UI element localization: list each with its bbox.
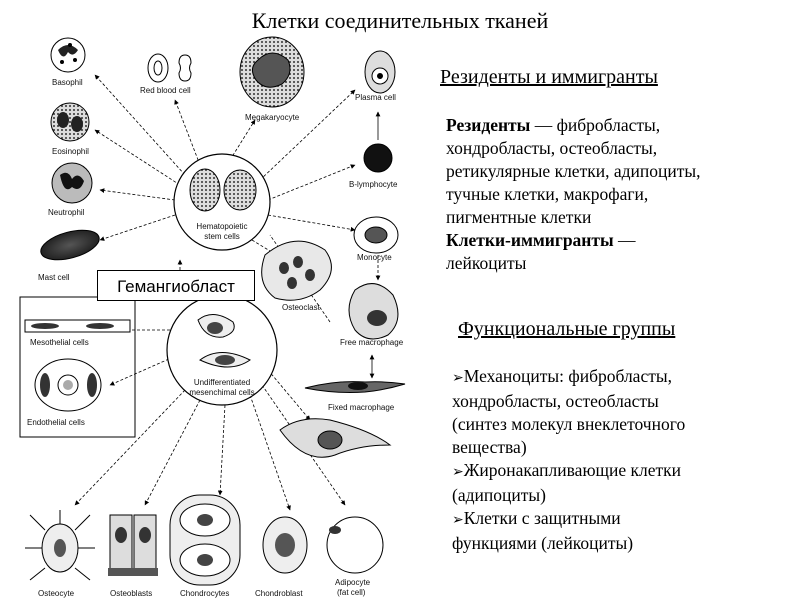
endothelial-label: Endothelial cells [27,418,85,427]
mesothelial-label: Mesothelial cells [30,338,89,347]
arrow-to-mast-cell [99,214,176,241]
rbc-label: Red blood cell [140,86,191,95]
immigrants-term: Клетки-иммигранты [446,230,614,250]
functional-list: Механоциты: фибробласты, хондробласты, о… [452,365,797,555]
arrow-to-megakaryocyte [229,119,256,161]
osteoblasts-label: Osteoblasts [110,589,152,598]
bullet-arrow-icon [452,508,464,528]
arrow-to-b-lymph [267,164,356,201]
adipocyte-cell [326,516,384,574]
functional-item-protective: Клетки с защитными функциями (лейкоциты) [452,507,797,555]
arrow-to-chondroblast [249,394,291,511]
b-lymphocyte-cell [363,143,393,173]
cell-lineage-diagram: Hematopoietic stem cells Undifferentiate… [19,36,406,598]
neutrophil-label: Neutrophil [48,208,85,217]
chondrocytes-label: Chondrocytes [180,589,229,598]
residents-term: Резиденты [446,115,531,135]
residents-line5: пигментные клетки [446,207,592,227]
monocyte-label: Monocyte [357,253,392,262]
eosinophil-label: Eosinophil [52,147,89,156]
residents-line1: — фибробласты, [530,115,661,135]
mesothelial-box [19,296,136,438]
osteoclast-label: Osteoclast [282,303,321,312]
mesen-label-1: Undifferentiated [194,378,250,387]
eosinophil-cell [50,102,90,142]
mesen-label-2: mesenchimal cells [189,388,254,397]
hemangioblast-label: Гемангиобласт [97,270,255,301]
arrow-to-rbc [174,99,201,166]
mast-cell-label: Mast cell [38,273,70,282]
residents-text: Резиденты — фибробласты, хондробласты, о… [446,114,791,275]
arrow-to-basophil [94,74,186,176]
free-macrophage-label: Free macrophage [340,338,404,347]
residents-heading: Резиденты и иммигранты [440,66,658,88]
arrow-to-neutrophil [99,188,176,201]
rbc-side [178,54,192,82]
megakaryocyte-label: Megakaryocyte [245,113,300,122]
mast-cell-shape [40,229,100,261]
megakaryocyte-nucleus [252,52,291,88]
arrow-to-plasma [259,89,356,181]
stem-cell-1 [189,168,221,212]
residents-line3: ретикулярные клетки, адипоциты, [446,161,701,181]
chondroblast-label: Chondroblast [255,589,303,598]
basophil-cell [50,37,86,73]
mesen-nucleus-1 [207,322,223,334]
hematopoietic-arrows [94,74,356,263]
adipocyte-label-1: Adipocyte [335,578,371,587]
arrow-to-monocyte [267,214,356,232]
functional-item-mechanocytes: Механоциты: фибробласты, хондробласты, о… [452,365,797,459]
mesothelial-layer [24,319,131,333]
adipocyte-label-2: (fat cell) [337,588,366,597]
arrow-to-osteocyte [74,389,186,506]
arrow-to-endothelial [109,354,179,386]
b-lymph-label: B-lymphocyte [349,180,398,189]
mesen-nucleus-2 [215,355,235,365]
osteoclast-cell [261,240,332,301]
arrow-to-eosinophil [94,129,181,186]
stem-cell-2 [223,169,257,211]
plasma-label: Plasma cell [355,93,396,102]
functional-heading: Функциональные группы [458,318,676,340]
osteocyte-label: Osteocyte [38,589,75,598]
stem-label-1: Hematopoietic [196,222,247,231]
residents-line4: тучные клетки, макрофаги, [446,184,649,204]
arrow-to-fibroblast [267,369,311,421]
functional-item-adipocytes: Жиронакапливающие клетки (адипоциты) [452,459,797,507]
neutrophil-nucleus [60,172,84,190]
stem-label-2: stem cells [204,232,240,241]
immigrants-line2: лейкоциты [446,253,527,273]
bullet-arrow-icon [452,460,464,480]
arrow-to-chondrocytes [217,404,226,496]
slide-title: Клетки соединительных тканей [251,8,549,33]
arrow-to-osteoblasts [144,399,201,506]
basophil-nucleus [58,45,78,57]
fixed-macrophage-label: Fixed macrophage [328,403,395,412]
residents-line2: хондробласты, остеобласты, [446,138,658,158]
basophil-label: Basophil [52,78,83,87]
bullet-arrow-icon [452,366,464,386]
immigrants-line1: — [613,230,636,250]
